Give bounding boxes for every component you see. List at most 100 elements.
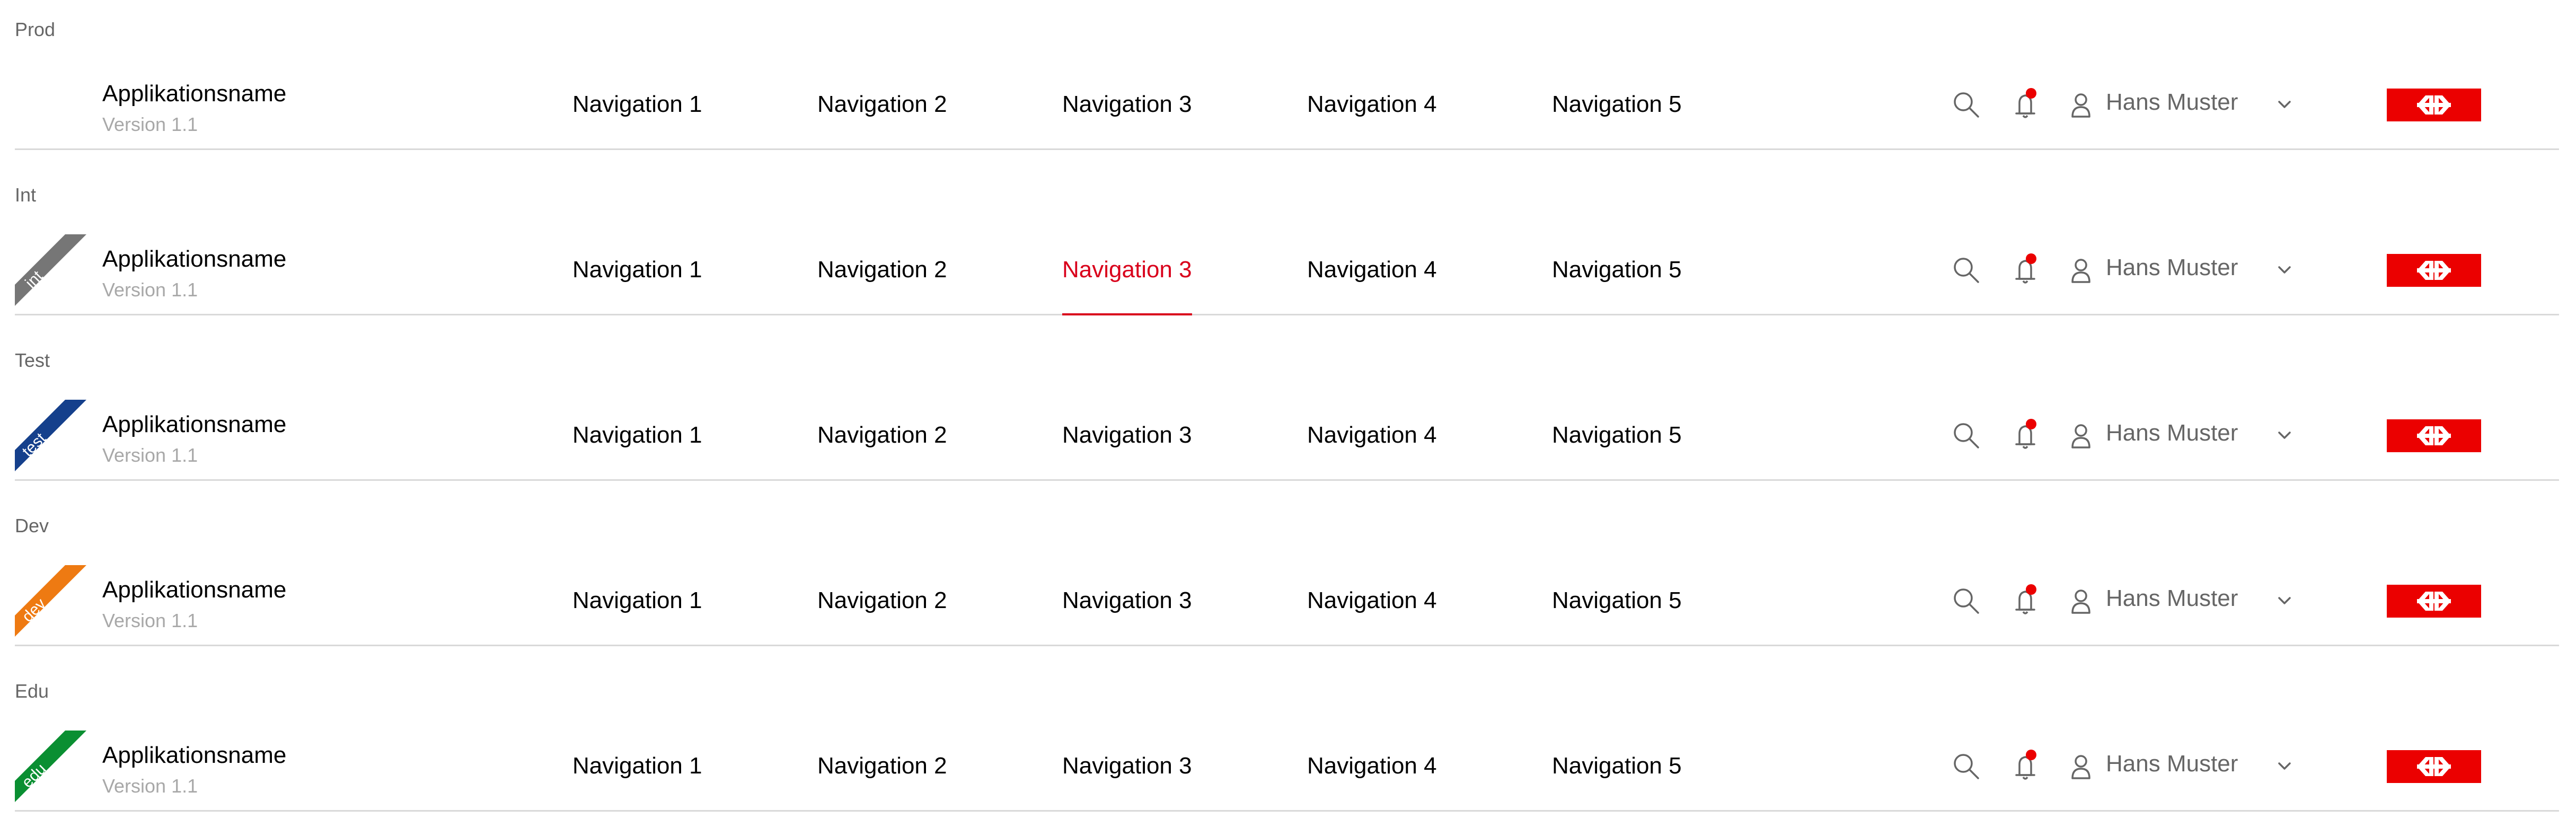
nav-label: Navigation 4: [1307, 91, 1437, 117]
app-name[interactable]: Applikationsname: [102, 246, 287, 272]
app-version: Version 1.1: [102, 279, 198, 301]
nav-label: Navigation 4: [1307, 587, 1437, 613]
active-indicator: [1062, 313, 1192, 315]
nav-item-1[interactable]: Navigation 1: [572, 753, 702, 810]
app-header: int Applikationsname Version 1.1 Navigat…: [15, 228, 2559, 315]
nav-label: Navigation 5: [1552, 753, 1682, 779]
app-header: edu Applikationsname Version 1.1 Navigat…: [15, 724, 2559, 812]
nav-item-3[interactable]: Navigation 3: [1062, 753, 1192, 810]
user-icon[interactable]: [2065, 254, 2097, 286]
nav-item-2[interactable]: Navigation 2: [817, 587, 947, 645]
env-section-prod: Prod Applikationsname Version 1.1 Naviga…: [0, 0, 2576, 165]
nav-item-5[interactable]: Navigation 5: [1552, 257, 1682, 314]
sbb-logo-icon[interactable]: [2387, 419, 2481, 452]
nav-item-3[interactable]: Navigation 3: [1062, 587, 1192, 645]
search-icon[interactable]: [1951, 751, 1982, 782]
user-name[interactable]: Hans Muster: [2106, 420, 2238, 446]
user-icon[interactable]: [2065, 585, 2097, 617]
nav-label: Navigation 1: [572, 422, 702, 448]
chevron-down-icon[interactable]: [2274, 94, 2295, 116]
sbb-logo-icon[interactable]: [2387, 585, 2481, 618]
env-ribbon-test: test: [15, 400, 86, 471]
nav-label: Navigation 1: [572, 753, 702, 779]
nav-label: Navigation 5: [1552, 91, 1682, 117]
env-label: Edu: [15, 680, 49, 702]
nav-label: Navigation 2: [817, 422, 947, 448]
app-version: Version 1.1: [102, 610, 198, 631]
nav-item-5[interactable]: Navigation 5: [1552, 91, 1682, 148]
nav-label: Navigation 3: [1062, 257, 1192, 283]
chevron-down-icon[interactable]: [2274, 756, 2295, 777]
app-name[interactable]: Applikationsname: [102, 577, 287, 603]
user-icon[interactable]: [2065, 751, 2097, 782]
user-icon[interactable]: [2065, 420, 2097, 452]
env-ribbon-dev: dev: [15, 565, 86, 637]
nav-item-5[interactable]: Navigation 5: [1552, 587, 1682, 645]
nav-item-1[interactable]: Navigation 1: [572, 257, 702, 314]
nav-item-3[interactable]: Navigation 3: [1062, 422, 1192, 479]
nav-item-3[interactable]: Navigation 3: [1062, 257, 1192, 315]
notification-bell-icon[interactable]: [2008, 747, 2045, 785]
nav-label: Navigation 4: [1307, 753, 1437, 779]
search-icon[interactable]: [1951, 89, 1982, 121]
env-ribbon-edu: edu: [15, 731, 86, 802]
notification-bell-icon[interactable]: [2008, 417, 2045, 454]
search-icon[interactable]: [1951, 585, 1982, 617]
nav-label: Navigation 5: [1552, 422, 1682, 448]
env-ribbon-int: int: [15, 234, 86, 306]
nav-item-1[interactable]: Navigation 1: [572, 422, 702, 479]
nav-item-4[interactable]: Navigation 4: [1307, 587, 1437, 645]
sbb-logo-icon[interactable]: [2387, 89, 2481, 121]
app-version: Version 1.1: [102, 444, 198, 466]
env-label: Prod: [15, 19, 56, 40]
env-section-dev: Dev dev Applikationsname Version 1.1 Nav…: [0, 496, 2576, 662]
user-name[interactable]: Hans Muster: [2106, 89, 2238, 115]
nav-item-2[interactable]: Navigation 2: [817, 257, 947, 314]
nav-label: Navigation 5: [1552, 257, 1682, 283]
user-name[interactable]: Hans Muster: [2106, 254, 2238, 280]
nav-item-2[interactable]: Navigation 2: [817, 91, 947, 148]
search-icon[interactable]: [1951, 420, 1982, 452]
nav-label: Navigation 4: [1307, 422, 1437, 448]
nav-item-1[interactable]: Navigation 1: [572, 587, 702, 645]
notification-bell-icon[interactable]: [2008, 582, 2045, 619]
app-header: test Applikationsname Version 1.1 Naviga…: [15, 393, 2559, 481]
nav-item-2[interactable]: Navigation 2: [817, 753, 947, 810]
app-version: Version 1.1: [102, 113, 198, 135]
nav-item-5[interactable]: Navigation 5: [1552, 422, 1682, 479]
notification-bell-icon[interactable]: [2008, 86, 2045, 123]
app-name[interactable]: Applikationsname: [102, 81, 287, 107]
env-label: Dev: [15, 515, 49, 536]
user-name[interactable]: Hans Muster: [2106, 751, 2238, 777]
nav-item-1[interactable]: Navigation 1: [572, 91, 702, 148]
nav-item-4[interactable]: Navigation 4: [1307, 91, 1437, 148]
nav-item-3[interactable]: Navigation 3: [1062, 91, 1192, 148]
sbb-logo-icon[interactable]: [2387, 750, 2481, 783]
sbb-logo-icon[interactable]: [2387, 254, 2481, 287]
env-label: Int: [15, 184, 37, 206]
nav-label: Navigation 2: [817, 257, 947, 283]
nav-item-2[interactable]: Navigation 2: [817, 422, 947, 479]
chevron-down-icon[interactable]: [2274, 260, 2295, 281]
nav-item-4[interactable]: Navigation 4: [1307, 257, 1437, 314]
nav-label: Navigation 1: [572, 587, 702, 613]
nav-item-4[interactable]: Navigation 4: [1307, 422, 1437, 479]
app-header: Applikationsname Version 1.1 Navigation …: [15, 63, 2559, 150]
notification-bell-icon[interactable]: [2008, 251, 2045, 288]
app-name[interactable]: Applikationsname: [102, 411, 287, 437]
nav-item-5[interactable]: Navigation 5: [1552, 753, 1682, 810]
nav-label: Navigation 2: [817, 91, 947, 117]
chevron-down-icon[interactable]: [2274, 591, 2295, 612]
search-icon[interactable]: [1951, 254, 1982, 286]
user-icon[interactable]: [2065, 89, 2097, 121]
nav-item-4[interactable]: Navigation 4: [1307, 753, 1437, 810]
app-version: Version 1.1: [102, 775, 198, 797]
nav-label: Navigation 1: [572, 257, 702, 283]
user-name[interactable]: Hans Muster: [2106, 585, 2238, 611]
chevron-down-icon[interactable]: [2274, 425, 2295, 446]
app-name[interactable]: Applikationsname: [102, 742, 287, 768]
nav-label: Navigation 1: [572, 91, 702, 117]
nav-label: Navigation 2: [817, 587, 947, 613]
nav-label: Navigation 3: [1062, 753, 1192, 779]
env-section-int: Int int Applikationsname Version 1.1 Nav…: [0, 165, 2576, 331]
